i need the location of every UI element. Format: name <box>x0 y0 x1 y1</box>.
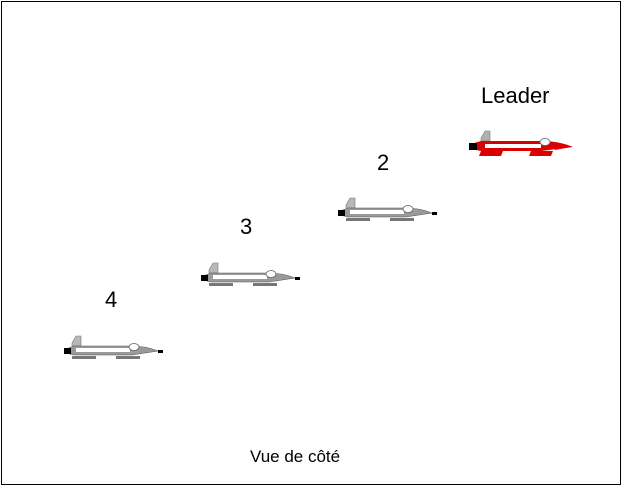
wingman-3-label: 3 <box>240 214 253 239</box>
view-caption: Vue de côté <box>250 447 341 466</box>
leader-plane-icon <box>467 128 579 160</box>
wingman-4-label: 4 <box>105 287 118 312</box>
wingman-3-plane-icon <box>199 260 311 292</box>
wingman-2-plane-icon <box>336 195 448 227</box>
leader-label: Leader <box>481 83 550 108</box>
wingman-2-label: 2 <box>377 150 390 175</box>
wingman-4-plane-icon <box>62 333 174 365</box>
